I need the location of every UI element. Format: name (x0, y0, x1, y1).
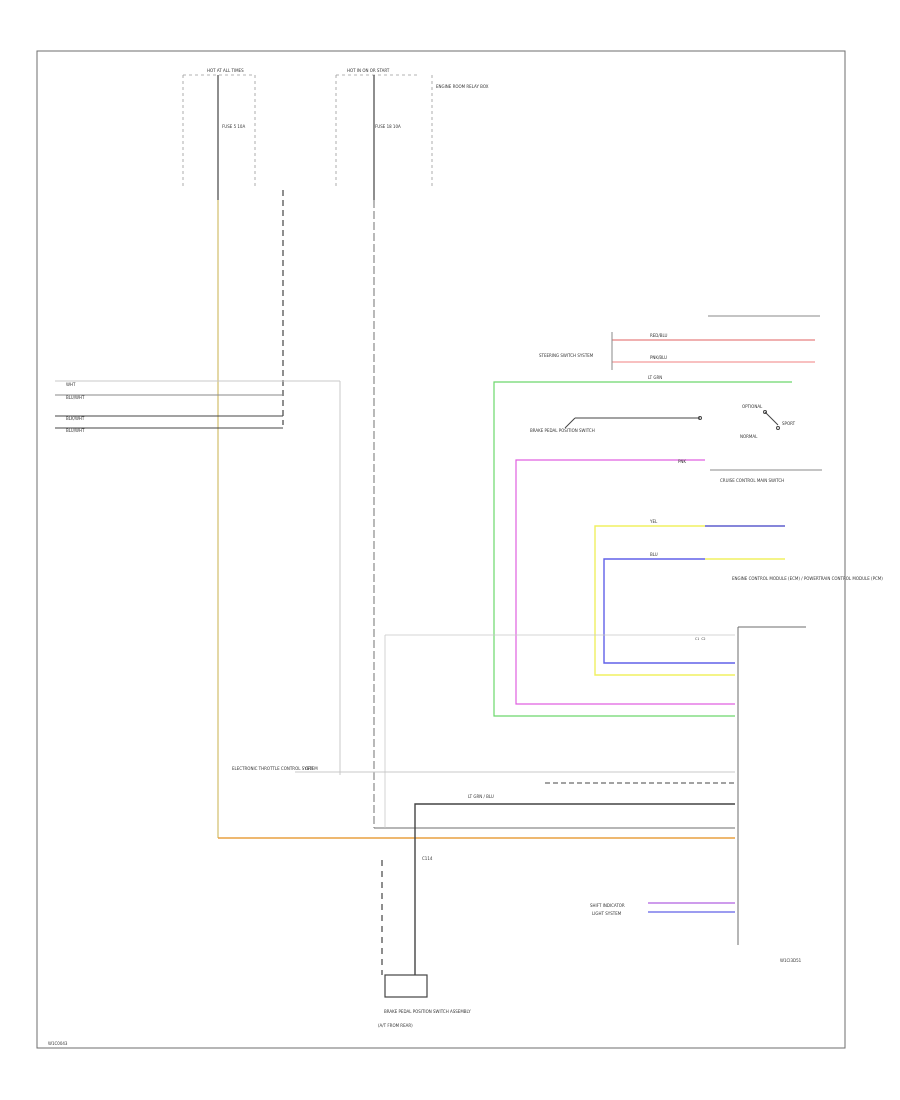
brake-switch (564, 416, 702, 429)
ecm-pins: C1 C2 (695, 637, 706, 641)
tr-ctrl-label: STEERING SWITCH SYSTEM (539, 353, 594, 358)
bottom-mod-label: BRAKE PEDAL POSITION SWITCH ASSEMBLY (384, 1009, 471, 1014)
bottom-right-wires (648, 902, 735, 913)
yel-label: YEL (649, 519, 658, 524)
bottom-mod2-label: (A/T FROM REAR) (378, 1023, 413, 1028)
switch-symbol (763, 410, 780, 430)
ecm-connector (737, 626, 806, 945)
wire-yellow (594, 525, 785, 676)
wire-bot-label: LT GRN / BLU (468, 794, 494, 799)
left-mid-wire: GRY (305, 766, 314, 771)
left-mid-label: ELECTRONIC THROTTLE CONTROL SYSTEM (232, 766, 318, 771)
normal-label: NORMAL (740, 434, 758, 439)
bot-right-1: SHIFT INDICATOR (590, 903, 625, 908)
left-ref-3: BLK/WHT (66, 416, 85, 421)
bottom-module (384, 974, 428, 998)
left-ref-4: BLU/WHT (66, 428, 85, 433)
conn-bot-label: C114 (422, 856, 433, 861)
fuse-box-label: ENGINE ROOM RELAY BOX (436, 84, 489, 89)
wire-blue (603, 525, 785, 664)
brake-sw-label: BRAKE PEDAL POSITION SWITCH (530, 428, 595, 433)
blu-label: BLU (650, 552, 658, 557)
fuse-box-outline (182, 74, 433, 186)
cruise-label: CRUISE CONTROL MAIN SWITCH (720, 478, 784, 483)
tr-lines (611, 315, 820, 370)
left-ref-2: BLU/WHT (66, 395, 85, 400)
opt-label: OPTIONAL (742, 404, 763, 409)
wire-bottom-dark (414, 803, 735, 975)
left-ref-1: WHT (66, 382, 76, 387)
wire-fuse-a (217, 75, 735, 839)
code-br: W1CI3D51 (780, 958, 802, 963)
fuse-b-label: FUSE 18 10A (375, 124, 401, 129)
tr-w3: LT GRN (648, 375, 662, 380)
wire-green (493, 381, 792, 717)
code-bl: W1C0043 (48, 1041, 68, 1046)
tr-w1: RED/BLU (650, 333, 668, 338)
fuse-a-label: FUSE 5 10A (222, 124, 245, 129)
ecm-label: ENGINE CONTROL MODULE (ECM) / POWERTRAIN… (732, 576, 883, 581)
fuse-label-mid: HOT IN ON OR START (347, 68, 390, 73)
wire-magenta (515, 459, 735, 705)
tr-w2: PNK/BLU (650, 355, 667, 360)
diagram-frame (36, 50, 846, 1049)
bot-right-2: LIGHT SYSTEM (592, 911, 622, 916)
fuse-label-left: HOT AT ALL TIMES (207, 68, 244, 73)
left-reference-wires (55, 380, 341, 775)
pink-label: PNK (678, 459, 686, 464)
wire-fuse-b (373, 75, 735, 829)
sw-right-label: SPORT (782, 421, 796, 426)
